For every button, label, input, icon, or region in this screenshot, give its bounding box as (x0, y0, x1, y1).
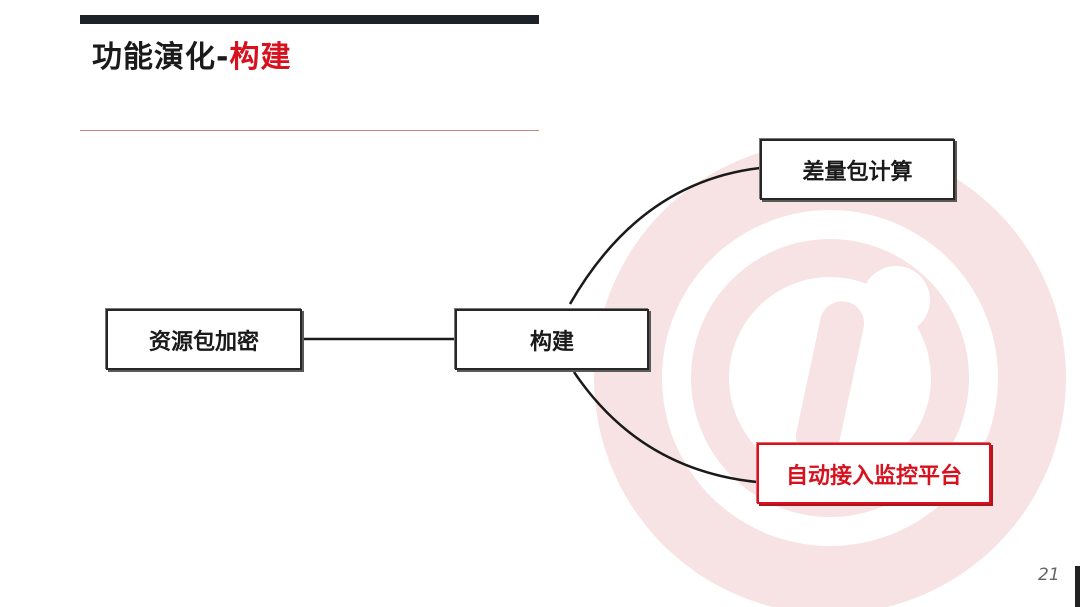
page-number: 21 (1038, 565, 1060, 585)
slide-title: 功能演化-构建 (92, 32, 291, 76)
slide-title-main: 功能演化- (92, 40, 230, 75)
corner-mark (1075, 566, 1080, 607)
title-divider (80, 130, 539, 131)
title-top-bar (80, 15, 539, 24)
connector-build-monitor (572, 371, 758, 484)
node-auto-monitor: 自动接入监控平台 (757, 443, 991, 504)
connector-build-diff (568, 166, 761, 305)
slide-title-accent: 构建 (229, 40, 292, 75)
node-build: 构建 (455, 309, 649, 370)
node-diff-calc: 差量包计算 (760, 139, 955, 200)
watermark-logo (594, 142, 1066, 607)
node-resource-encrypt: 资源包加密 (106, 309, 302, 370)
